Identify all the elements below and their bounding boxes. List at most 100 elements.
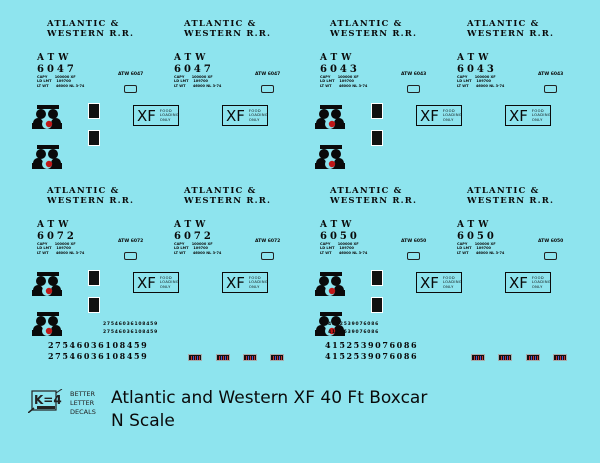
road-name: WESTERN R.R.	[330, 29, 418, 39]
small-car-number: ATW 6072	[118, 239, 144, 244]
reflector-badge	[471, 354, 485, 361]
railroad-logo-icon	[32, 105, 62, 137]
reflector-badge	[243, 354, 257, 361]
road-name: WESTERN R.R.	[467, 196, 555, 206]
usa-map-icon	[544, 252, 557, 260]
road-name: ATLANTIC &	[330, 19, 403, 29]
reporting-mark: ATW	[174, 53, 210, 63]
serial-small: 4152539076086	[328, 330, 380, 335]
reporting-mark: ATW	[37, 53, 73, 63]
xf-label: XF	[420, 273, 439, 292]
capacity-line: CAPY 100000 XF	[457, 75, 496, 79]
car-number: 6072	[174, 231, 214, 242]
reporting-mark: ATW	[320, 53, 356, 63]
capacity-line: CAPY 100000 XF	[457, 242, 496, 246]
food-loading-text: FOOD LOADING ONLY	[531, 276, 552, 289]
serial-large: 4152539076086	[325, 340, 419, 350]
usa-map-icon	[407, 252, 420, 260]
food-loading-text: FOOD LOADING ONLY	[531, 109, 552, 122]
xf-label: XF	[137, 273, 156, 292]
capacity-line: LT WT 46000 NL 3-74	[457, 83, 505, 88]
capacity-line: LD LMT 109700	[37, 246, 71, 251]
road-name: ATLANTIC &	[47, 19, 120, 29]
road-name: ATLANTIC &	[47, 186, 120, 196]
reporting-mark: ATW	[37, 220, 73, 230]
small-car-number: ATW 6043	[401, 72, 427, 77]
serial-large: 4152539076086	[325, 351, 419, 361]
reporting-mark: ATW	[457, 53, 493, 63]
road-name: ATLANTIC &	[467, 19, 540, 29]
railroad-logo-icon	[32, 312, 62, 344]
reporting-mark: ATW	[320, 220, 356, 230]
xf-label: XF	[226, 273, 245, 292]
capacity-line: CAPY 100000 XF	[320, 75, 359, 79]
serial-small: 27546036108459	[103, 330, 159, 335]
road-name: ATLANTIC &	[330, 186, 403, 196]
data-plate-icon	[371, 103, 383, 119]
capacity-line: LD LMT 109700	[320, 79, 354, 84]
railroad-logo-icon	[315, 312, 345, 344]
data-plate-icon	[88, 103, 100, 119]
road-name: WESTERN R.R.	[467, 29, 555, 39]
car-number: 6047	[37, 64, 77, 75]
capacity-line: LD LMT 109700	[320, 246, 354, 251]
serial-large: 27546036108459	[48, 351, 149, 361]
capacity-line: CAPY 100000 XF	[174, 75, 213, 79]
capacity-line: CAPY 100000 XF	[37, 75, 76, 79]
capacity-line: LD LMT 109700	[37, 79, 71, 84]
xf-label: XF	[226, 106, 245, 125]
small-car-number: ATW 6043	[538, 72, 564, 77]
food-loading-text: FOOD LOADING ONLY	[159, 276, 180, 289]
road-name: WESTERN R.R.	[184, 196, 272, 206]
product-scale: N Scale	[111, 411, 175, 431]
serial-small: 27546036108459	[103, 322, 159, 327]
product-title: Atlantic and Western XF 40 Ft Boxcar	[111, 388, 428, 408]
xf-label: XF	[509, 106, 528, 125]
railroad-logo-icon	[32, 145, 62, 177]
reporting-mark: ATW	[457, 220, 493, 230]
xf-label: XF	[420, 106, 439, 125]
capacity-line: LT WT 46000 NL 3-74	[37, 83, 85, 88]
road-name: ATLANTIC &	[467, 186, 540, 196]
small-car-number: ATW 6072	[255, 239, 281, 244]
data-plate-icon	[371, 130, 383, 146]
capacity-line: LT WT 46000 NL 3-74	[320, 250, 368, 255]
car-number: 6043	[320, 64, 360, 75]
xf-label: XF	[137, 106, 156, 125]
small-car-number: ATW 6047	[118, 72, 144, 77]
car-number: 6050	[457, 231, 497, 242]
road-name: ATLANTIC &	[184, 186, 257, 196]
data-plate-icon	[88, 297, 100, 313]
car-number: 6050	[320, 231, 360, 242]
data-plate-icon	[88, 270, 100, 286]
car-number: 6047	[174, 64, 214, 75]
usa-map-icon	[261, 252, 274, 260]
railroad-logo-icon	[32, 272, 62, 304]
reflector-badge	[526, 354, 540, 361]
reflector-badge	[270, 354, 284, 361]
k4-logo: K=4	[27, 388, 64, 414]
reflector-badge	[498, 354, 512, 361]
small-car-number: ATW 6047	[255, 72, 281, 77]
reflector-badge	[553, 354, 567, 361]
usa-map-icon	[124, 85, 137, 93]
usa-map-icon	[407, 85, 420, 93]
small-car-number: ATW 6050	[538, 239, 564, 244]
capacity-line: LT WT 46000 NL 3-74	[320, 83, 368, 88]
reflector-badge	[216, 354, 230, 361]
capacity-line: LD LMT 109700	[174, 246, 208, 251]
capacity-line: LT WT 46000 NL 3-74	[457, 250, 505, 255]
capacity-line: LD LMT 109700	[457, 79, 491, 84]
data-plate-icon	[88, 130, 100, 146]
food-loading-text: FOOD LOADING ONLY	[159, 109, 180, 122]
capacity-line: CAPY 100000 XF	[320, 242, 359, 246]
